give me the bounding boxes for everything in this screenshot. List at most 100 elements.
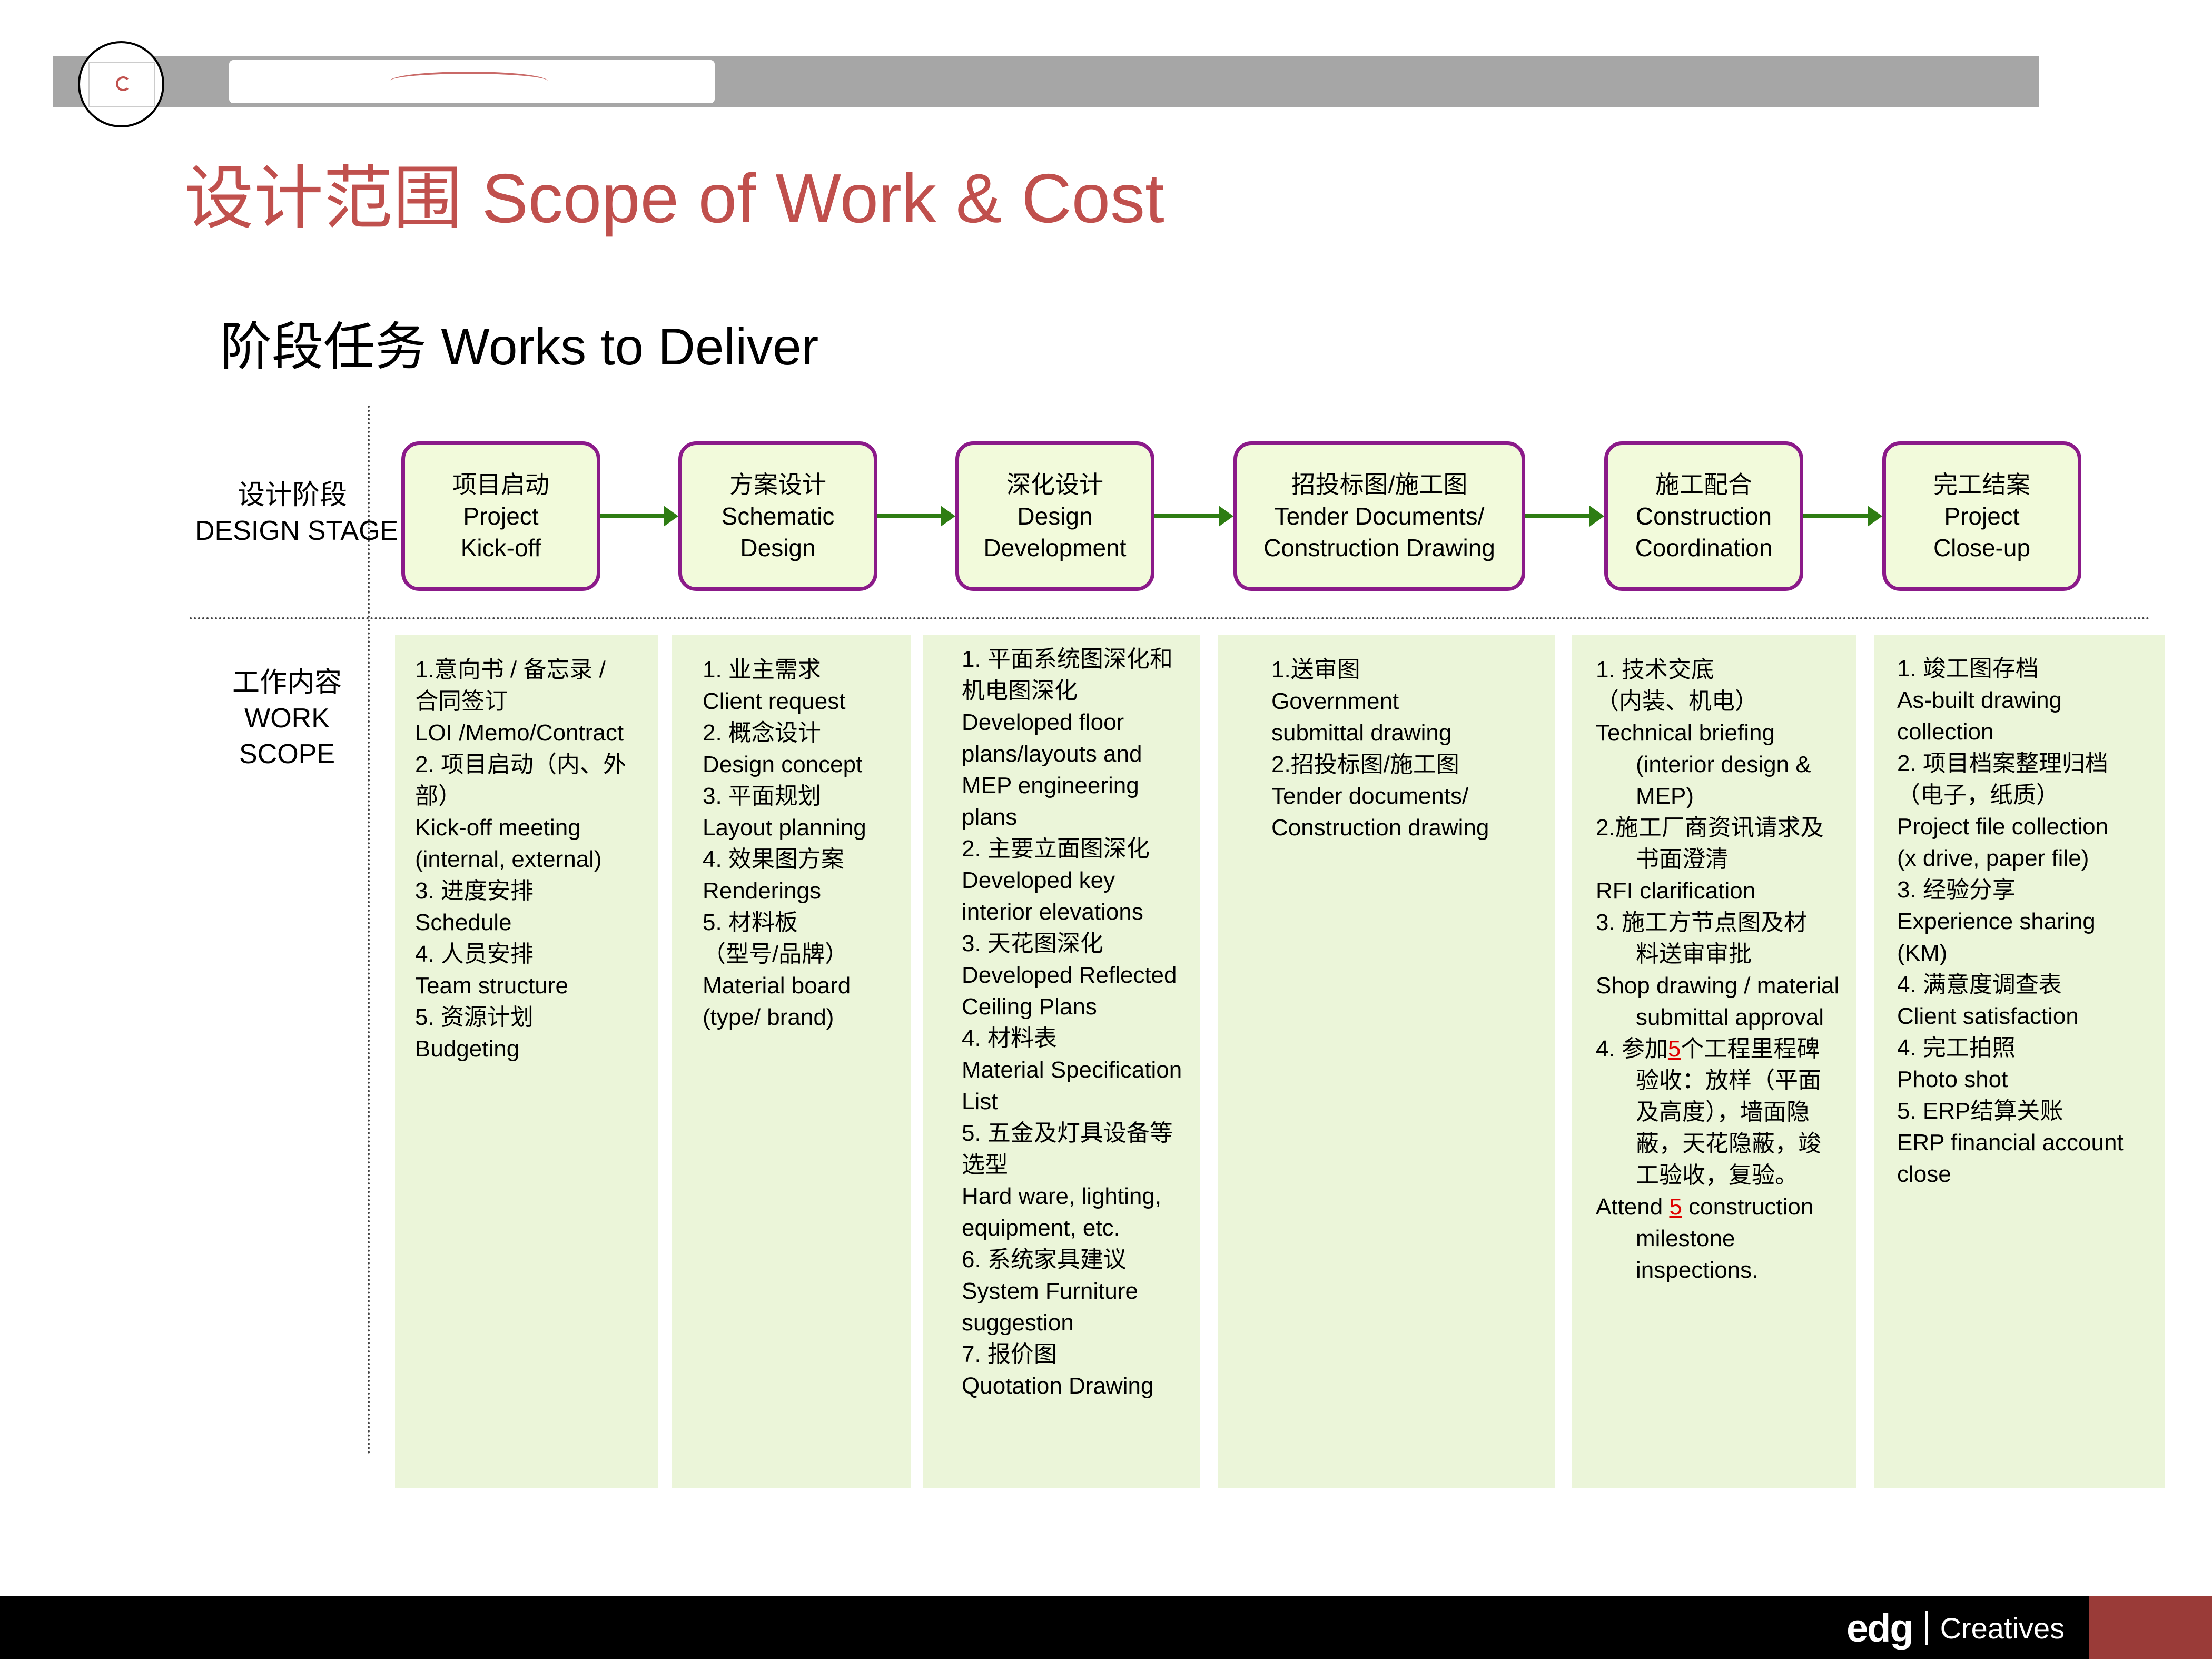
scope-line: 料送审审批 <box>1636 941 1752 967</box>
scope-line: suggestion <box>962 1310 1074 1336</box>
scope-column-kickoff <box>395 635 658 1488</box>
scope-line: 1.送审图 <box>1271 657 1360 683</box>
footer-accent-block <box>2089 1596 2212 1659</box>
scope-line: submittal approval <box>1636 1004 1824 1030</box>
scope-line: 4. 完工拍照 <box>1897 1035 2016 1061</box>
scope-text: 个工程里程碑 <box>1681 1036 1820 1062</box>
scope-line: MEP) <box>1636 783 1694 809</box>
scope-line: interior elevations <box>962 899 1143 925</box>
scope-line: (KM) <box>1897 940 1948 966</box>
scope-line: 3. 天花图深化 <box>962 931 1103 956</box>
page-title: 设计范围 Scope of Work & Cost <box>184 160 1164 237</box>
scope-line: 4. 材料表 <box>962 1025 1057 1051</box>
stage-title-cn: 方案设计 <box>729 471 826 498</box>
scope-line: equipment, etc. <box>962 1215 1120 1241</box>
scope-line: plans <box>962 804 1018 830</box>
scope-line: 1. 平面系统图深化和 <box>962 646 1173 672</box>
scope-line: Layout planning <box>703 815 866 841</box>
scope-line: Technical briefing <box>1596 720 1775 746</box>
scope-line: Quotation Drawing <box>962 1373 1154 1399</box>
scope-line: Shop drawing / material <box>1596 973 1840 999</box>
stage-title-en: Coordination <box>1635 534 1773 561</box>
scope-line: Developed floor <box>962 709 1124 735</box>
scope-line: 5. 资源计划 <box>415 1004 534 1030</box>
stage-title-cn: 完工结案 <box>1933 471 2030 498</box>
scope-line: 选型 <box>962 1152 1008 1178</box>
scope-line: 合同签订 <box>415 688 508 714</box>
scope-line: MEP engineering <box>962 773 1139 798</box>
scope-line: Experience sharing <box>1897 908 2096 934</box>
stage-title-cn: 项目启动 <box>452 471 549 498</box>
scope-text: Attend <box>1596 1194 1670 1220</box>
work-scope-label-en-2: SCOPE <box>239 739 335 769</box>
scope-line: Schedule <box>415 910 512 935</box>
design-stage-label-cn: 设计阶段 <box>237 480 347 510</box>
flow-arrow-icon <box>1154 506 1233 527</box>
scope-list-construction-coordination: 1. 技术交底 （内装、机电） Technical briefing (inte… <box>1596 654 1839 1286</box>
scope-line: 5. 五金及灯具设备等 <box>962 1120 1173 1146</box>
flow-arrow-icon <box>1525 506 1604 527</box>
scope-text: 4. 参加 <box>1596 1036 1668 1062</box>
scope-line: 7. 报价图 <box>962 1341 1057 1367</box>
vertical-divider <box>368 406 370 1455</box>
scope-line: close <box>1897 1161 1951 1187</box>
scope-line: 2.施工厂商资讯请求及 <box>1596 815 1824 841</box>
stage-title-en: Project <box>463 502 539 530</box>
stage-title-cn: 招投标图/施工图 <box>1291 471 1468 498</box>
design-stage-label: 设计阶段 DESIGN STAGE <box>195 477 399 549</box>
scope-line: Photo shot <box>1897 1066 2008 1092</box>
work-scope-label-cn: 工作内容 <box>232 667 342 698</box>
stage-title-en: Tender Documents/ <box>1274 502 1485 530</box>
scope-line: Renderings <box>703 878 822 904</box>
scope-line: 4. 满意度调查表 <box>1897 972 2062 998</box>
scope-line: 1. 业主需求 <box>703 657 821 683</box>
scope-line: 2. 概念设计 <box>703 720 821 746</box>
scope-line: （型号/品牌） <box>703 941 848 967</box>
scope-line: Project file collection <box>1897 814 2109 840</box>
stage-box-schematic-design: 方案设计 Schematic Design <box>678 441 877 591</box>
scope-line: RFI clarification <box>1596 878 1756 904</box>
scope-line: System Furniture <box>962 1278 1138 1304</box>
scope-line: Client request <box>703 688 846 714</box>
brand-wordmark: Creatives <box>1940 1611 2065 1645</box>
milestone-count-highlight: 5 <box>1667 1036 1681 1062</box>
scope-line: Government <box>1271 688 1399 714</box>
scope-line: 3. 平面规划 <box>703 783 821 809</box>
scope-column-project-closeup <box>1874 635 2165 1488</box>
scope-column-construction-coordination <box>1572 635 1856 1488</box>
stage-title-en: Development <box>983 534 1127 561</box>
design-stage-label-en: DESIGN STAGE <box>195 516 399 546</box>
scope-list-tender-documents: 1.送审图 Government submittal drawing 2.招投标… <box>1271 654 1489 844</box>
scope-list-kickoff: 1.意向书 / 备忘录 / 合同签订 LOI /Memo/Contract 2.… <box>415 654 626 1065</box>
scope-line: 4. 人员安排 <box>415 941 534 967</box>
scope-line: 2. 主要立面图深化 <box>962 836 1150 862</box>
scope-line: (interior design & <box>1636 752 1811 777</box>
scope-line: Developed Reflected <box>962 962 1177 988</box>
scope-line: collection <box>1897 719 1994 745</box>
scope-line: 蔽，天花隐蔽，竣 <box>1636 1131 1821 1157</box>
scope-line: Kick-off meeting <box>415 815 581 841</box>
scope-line: 5. 材料板 <box>703 910 798 935</box>
scope-list-design-development: 1. 平面系统图深化和 机电图深化 Developed floor plans/… <box>962 644 1182 1402</box>
stage-title-en: Close-up <box>1933 534 2031 561</box>
stage-title-en: Kick-off <box>460 534 541 561</box>
stage-title-en: Schematic <box>721 502 835 530</box>
scope-list-schematic-design: 1. 业主需求 Client request 2. 概念设计 Design co… <box>703 654 866 1033</box>
scope-line: （电子，纸质） <box>1897 782 2059 808</box>
scope-line: 工验收，复验。 <box>1636 1162 1798 1188</box>
footer-bar <box>0 1596 2212 1659</box>
flow-arrow-icon <box>600 506 678 527</box>
scope-line: (type/ brand) <box>703 1004 834 1030</box>
scope-line: Design concept <box>703 752 863 777</box>
brand-swoosh-icon <box>390 72 548 91</box>
scope-line: inspections. <box>1636 1257 1759 1283</box>
scope-line: 2. 项目启动（内、外 <box>415 752 626 777</box>
scope-line: Material Specification <box>962 1057 1182 1083</box>
scope-line: LOI /Memo/Contract <box>415 720 624 746</box>
scope-column-tender-documents <box>1218 635 1555 1488</box>
brand-mark: edg <box>1846 1606 1914 1650</box>
stage-box-tender-documents: 招投标图/施工图 Tender Documents/ Construction … <box>1233 441 1525 591</box>
scope-text: construction <box>1682 1194 1814 1220</box>
scope-line: 机电图深化 <box>962 678 1078 704</box>
scope-line: 1.意向书 / 备忘录 / <box>415 657 606 683</box>
